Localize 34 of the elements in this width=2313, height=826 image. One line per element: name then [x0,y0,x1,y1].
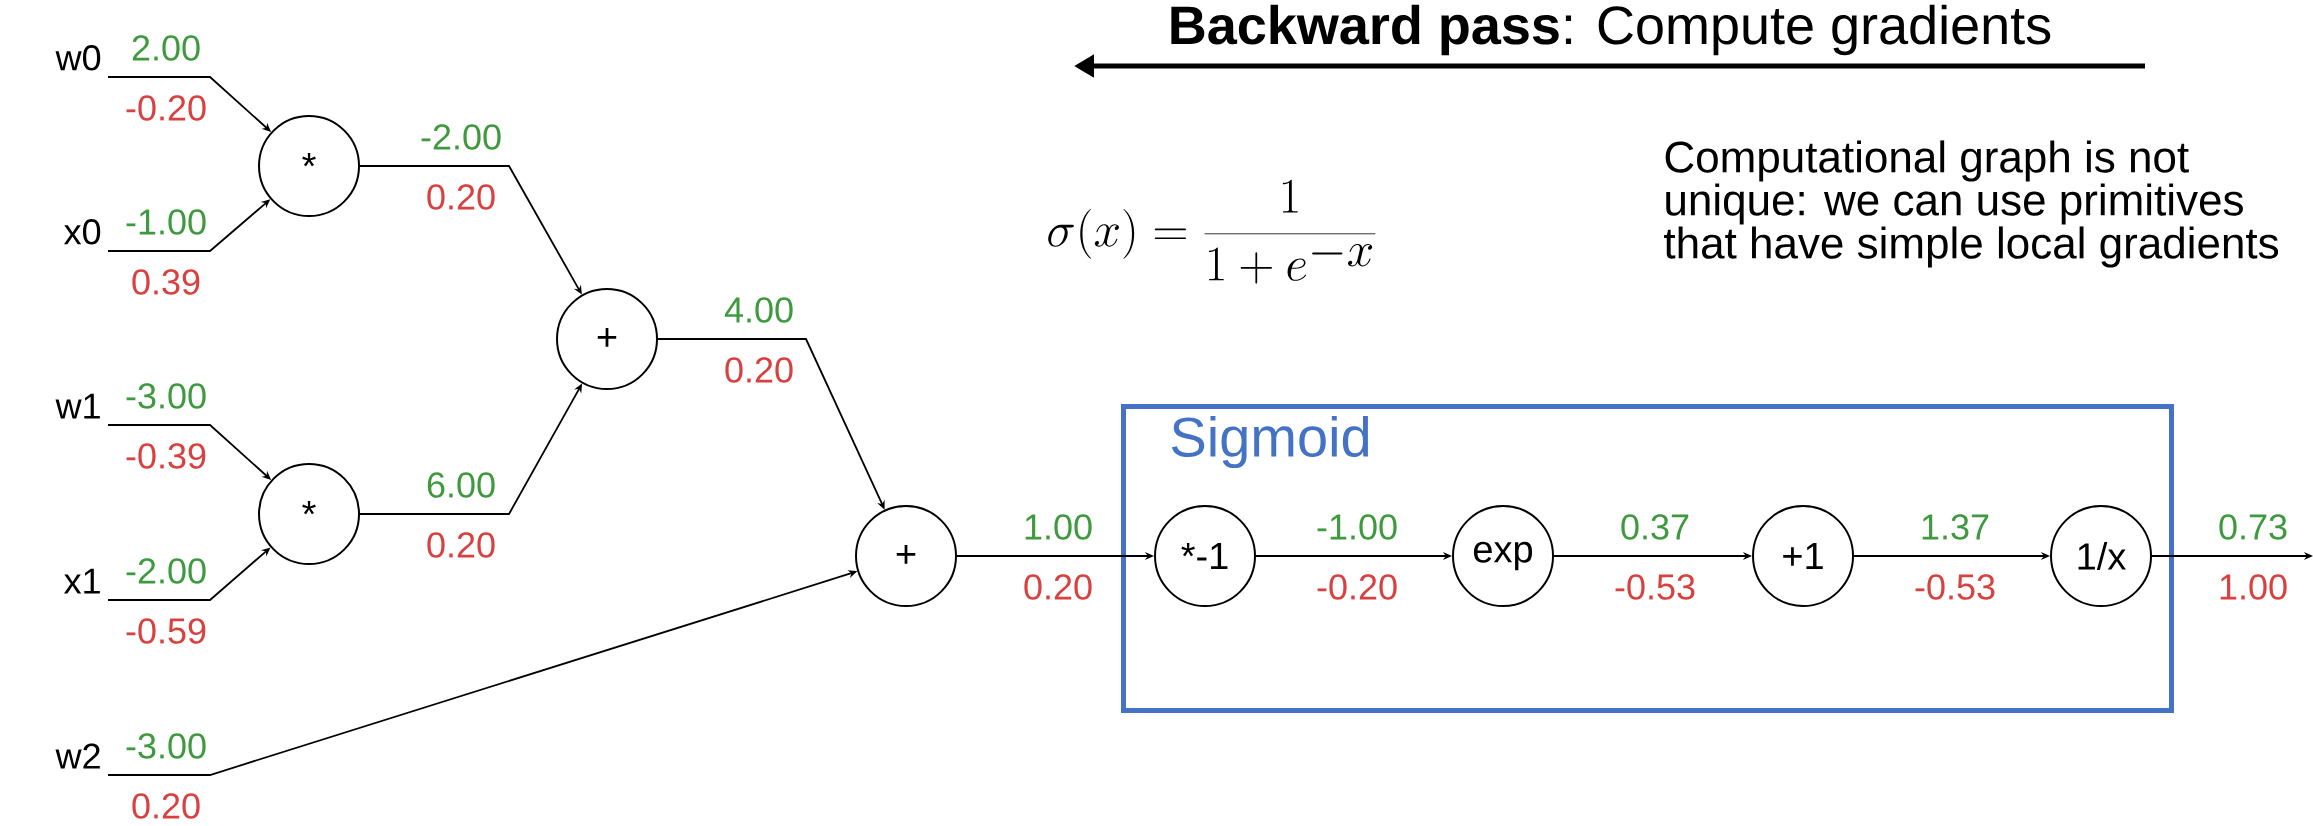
value-label: 2.00 [132,35,200,61]
value-label: -1.00 [1317,514,1397,540]
gradient-label: 0.20 [1024,574,1092,600]
gradient-label: -0.20 [1317,574,1397,600]
variable-label: x0 [64,219,101,245]
value-label: 4.00 [724,297,793,323]
gradient-label: 0.39 [132,269,200,295]
gradient-label: -0.53 [1915,574,1995,600]
value-label: 0.73 [2219,514,2287,540]
value-label: -2.00 [126,558,206,584]
gradient-label: 0.20 [725,357,793,383]
variable-label: w2 [55,743,100,769]
gradient-label: 0.20 [427,532,495,558]
value-label: 1.00 [1025,514,1092,540]
gradient-label: 1.00 [2220,574,2287,600]
value-label: -3.00 [126,733,206,759]
gradient-label: -0.53 [1615,574,1695,600]
value-label: -3.00 [126,383,206,409]
gradient-label: -0.39 [126,443,206,469]
value-label: 6.00 [427,472,495,498]
gradient-label: 0.20 [132,793,200,819]
gradient-label: -0.20 [126,95,206,121]
value-label: 1.37 [1922,514,1989,540]
variable-label: w0 [55,45,101,71]
variable-label: x1 [64,568,100,594]
formula: $\sigma(x) = \frac{1}{1+e^{-x}}$ [1048,179,1376,284]
gradient-label: 0.20 [427,184,495,210]
gradient-label: -0.59 [126,618,206,644]
value-label: -2.00 [421,124,501,150]
value-label: -1.00 [126,209,206,235]
variable-label: w1 [55,393,100,419]
value-label: 0.37 [1621,514,1689,540]
title: Backward pass: Compute gradients [1171,4,2051,56]
note: Computational graph is not unique: we can use primitives that have simple local gradients [1664,140,2279,268]
